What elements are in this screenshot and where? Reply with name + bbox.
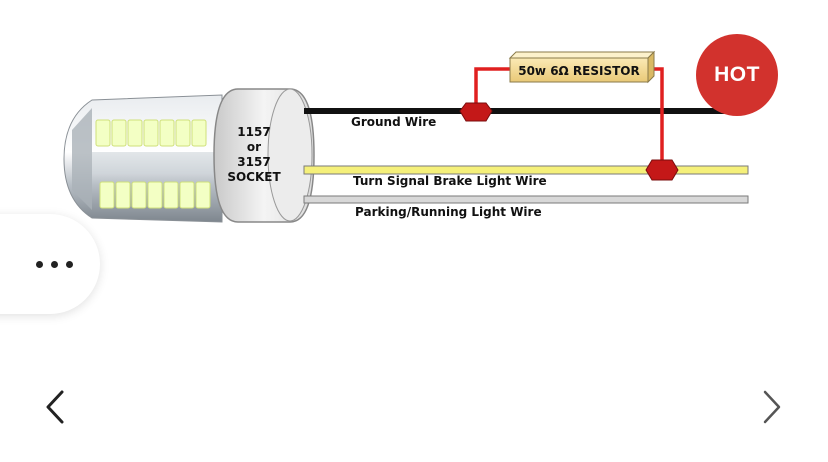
turn-signal-wire: [303, 165, 749, 175]
led-bulb: [63, 94, 223, 223]
more-horizontal-icon: [35, 260, 73, 268]
socket: 1157 or 3157 SOCKET: [213, 88, 315, 223]
wiring-diagram-svg: 1157 or 3157 SOCKET Ground Wire Turn Sig…: [63, 50, 749, 223]
parking-wire-label: Parking/Running Light Wire: [355, 205, 542, 219]
socket-label-line-3: 3157: [237, 155, 270, 169]
resistor-label: 50w 6Ω RESISTOR: [518, 64, 640, 78]
turn-signal-connector: [645, 159, 679, 181]
resistor-lead-right: [650, 67, 664, 162]
ground-wire-label: Ground Wire: [351, 115, 436, 129]
next-button[interactable]: [747, 380, 797, 434]
chevron-right-icon: [763, 390, 781, 424]
socket-label-line-2: or: [247, 140, 261, 154]
chevron-left-icon: [46, 390, 64, 424]
wiring-diagram: 1157 or 3157 SOCKET Ground Wire Turn Sig…: [63, 50, 749, 223]
parking-wire: [303, 195, 749, 204]
ground-connector: [459, 102, 493, 122]
resistor: 50w 6Ω RESISTOR: [508, 50, 656, 84]
socket-label-line-1: 1157: [237, 125, 270, 139]
hot-badge: HOT: [696, 34, 778, 116]
more-options-button[interactable]: [0, 214, 100, 314]
resistor-lead-left: [474, 67, 510, 104]
hot-badge-label: HOT: [714, 63, 760, 86]
turn-signal-wire-label: Turn Signal Brake Light Wire: [353, 174, 547, 188]
socket-label-line-4: SOCKET: [227, 170, 281, 184]
previous-button[interactable]: [30, 380, 80, 434]
